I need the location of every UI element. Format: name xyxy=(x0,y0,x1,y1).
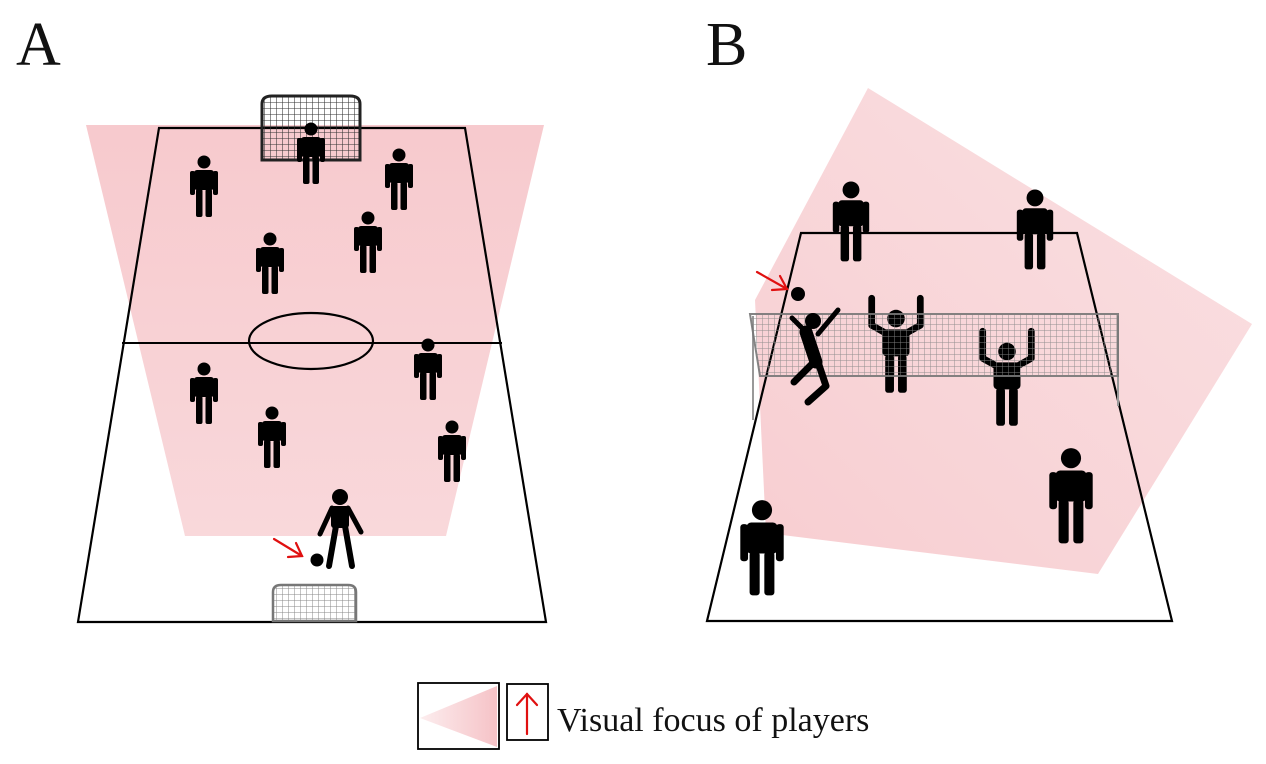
focus-area-a xyxy=(86,125,544,536)
panel-label-a: A xyxy=(16,11,61,79)
center-circle xyxy=(247,311,375,371)
volleyball-court xyxy=(705,231,1174,623)
ball-icon xyxy=(310,553,324,567)
arrow-icon xyxy=(272,537,304,559)
legend-label: Visual focus of players xyxy=(557,702,870,739)
legend-focus-fan xyxy=(420,686,497,747)
panel-label-b: B xyxy=(706,11,748,79)
player-figure-icon xyxy=(317,489,364,569)
panel-b-volleyball xyxy=(705,88,1252,623)
football-pitch xyxy=(76,126,548,624)
panel-a-football xyxy=(76,94,548,624)
goal-net-icon xyxy=(271,583,358,623)
player-figure-icon xyxy=(789,307,841,406)
arrow-icon xyxy=(515,692,539,736)
ball-icon xyxy=(791,287,805,301)
legend xyxy=(417,682,549,750)
arrow-icon xyxy=(755,270,789,292)
volleyball-net-icon xyxy=(748,313,1119,420)
